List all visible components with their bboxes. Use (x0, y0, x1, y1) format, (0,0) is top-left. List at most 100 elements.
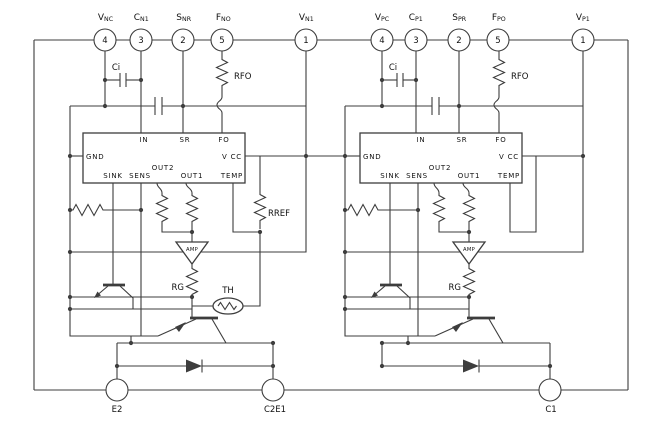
pin-label-out1-right: OUT1 (458, 172, 481, 180)
rg-right-label: RG (449, 283, 462, 293)
bottom-terminals: E2 C2E1 C1 (105, 378, 562, 415)
th-left-label: TH (221, 286, 234, 296)
terminal-c2e1: C2E1 (261, 378, 286, 415)
terminal-vn1-pin: 1 (303, 36, 308, 46)
resistor-rref-left: RREF (253, 156, 290, 229)
terminal-vnc-pin: 4 (102, 36, 107, 46)
amp-left-label: AMP (186, 247, 198, 253)
thermistor-th-left: TH (212, 286, 244, 315)
amp-right-label: AMP (463, 247, 475, 253)
power-transistor-left (157, 316, 227, 344)
terminal-snr-label-sub: NR (182, 16, 192, 23)
pin-label-fo-left: FO (218, 136, 229, 144)
capacitor-ci-left: Ci (112, 63, 127, 87)
amp-right: AMP (451, 241, 487, 266)
pin-label-out2-left: OUT2 (152, 164, 175, 172)
terminal-vn1-label: V (299, 13, 306, 23)
terminal-cp1-label: C (409, 13, 415, 23)
terminal-snr: 2 S NR (171, 13, 195, 52)
driver-transistor-left (94, 283, 134, 309)
terminal-fno-label-sub: NO (221, 16, 231, 23)
terminal-vnc-label: V (98, 13, 105, 23)
resistor-out2-right (432, 193, 446, 224)
terminal-vpc-label: V (375, 13, 382, 23)
terminal-cn1: 3 C N1 (129, 13, 153, 52)
capacitor-coupling-right (431, 97, 440, 115)
terminal-e2: E2 (105, 378, 129, 415)
terminal-spr-pin: 2 (456, 36, 461, 46)
pin-label-sr-left: SR (180, 136, 191, 144)
rfo-right-label: RFO (511, 72, 529, 82)
pin-label-out2-right: OUT2 (429, 164, 452, 172)
terminal-vp1: 1 V P1 (571, 13, 595, 52)
ci-right-label: Ci (389, 63, 397, 73)
terminal-spr-label-sub: PR (458, 16, 467, 23)
terminal-vpc-pin: 4 (379, 36, 384, 46)
terminal-vpc: 4 V PC (370, 13, 394, 52)
pin-label-temp-right: TEMP (497, 172, 520, 180)
terminal-cn1-label: C (134, 13, 140, 23)
terminal-fno-pin: 5 (219, 36, 224, 46)
terminal-c1-label: C1 (545, 405, 556, 415)
terminal-cn1-pin: 3 (138, 36, 143, 46)
terminal-snr-pin: 2 (180, 36, 185, 46)
rref-left-label: RREF (268, 209, 290, 219)
terminal-vn1: 1 V N1 (294, 13, 318, 52)
capacitor-coupling-left (154, 97, 163, 115)
diode-right (463, 359, 480, 373)
pin-label-sink-left: SINK (103, 172, 123, 180)
outer-frame (33, 39, 629, 391)
ci-left-label: Ci (112, 63, 120, 73)
pin-label-sr-right: SR (457, 136, 468, 144)
wires-right-channel (344, 51, 584, 379)
resistor-rfo-left: RFO (215, 51, 252, 133)
resistor-sense-right (345, 203, 418, 217)
resistor-sense-left (70, 203, 141, 217)
diode-left (186, 359, 203, 373)
resistor-out2-left (155, 193, 169, 224)
ic-block-left: IN SR FO GND V CC SINK SENS OUT2 OUT1 TE… (82, 132, 246, 184)
terminal-vp1-label-sub: P1 (582, 16, 590, 23)
terminal-c2e1-label: C2E1 (264, 405, 286, 415)
terminal-cp1-label-sub: P1 (415, 16, 423, 23)
terminal-fpo-label-sub: PO (497, 16, 506, 23)
pin-label-vcc-left: V CC (222, 153, 242, 161)
terminal-vn1-label-sub: N1 (305, 16, 314, 23)
terminal-c1: C1 (538, 378, 562, 415)
terminal-spr-label: S (452, 13, 458, 23)
pin-label-vcc-right: V CC (499, 153, 519, 161)
pin-label-gnd-left: GND (86, 153, 104, 161)
pin-label-sink-right: SINK (380, 172, 400, 180)
terminal-cp1: 3 C P1 (404, 13, 428, 52)
terminal-fpo-label: F (492, 13, 497, 23)
terminal-vnc-label-sub: NC (104, 16, 114, 23)
pin-label-in-right: IN (417, 136, 426, 144)
wires-left-channel (69, 51, 360, 379)
top-terminals: 4 V NC 3 C N1 2 S NR 5 F NO 1 V N1 (93, 13, 595, 52)
rg-left-label: RG (172, 283, 185, 293)
amp-left: AMP (174, 241, 210, 266)
pin-label-gnd-right: GND (363, 153, 381, 161)
resistor-rfo-right: RFO (492, 51, 529, 133)
resistor-out1-left (185, 193, 199, 224)
rfo-left-label: RFO (234, 72, 252, 82)
terminal-vpc-label-sub: PC (381, 16, 390, 23)
pin-label-sens-right: SENS (406, 172, 428, 180)
terminal-snr-label: S (176, 13, 182, 23)
pin-label-out1-left: OUT1 (181, 172, 204, 180)
terminal-fpo-pin: 5 (495, 36, 500, 46)
terminal-vp1-label: V (576, 13, 583, 23)
terminal-cn1-label-sub: N1 (140, 16, 149, 23)
terminal-e2-label: E2 (112, 405, 123, 415)
pin-label-temp-left: TEMP (220, 172, 243, 180)
capacitor-ci-right: Ci (389, 63, 404, 87)
ic-block-right: IN SR FO GND V CC SINK SENS OUT2 OUT1 TE… (359, 132, 523, 184)
pin-label-in-left: IN (140, 136, 149, 144)
pin-label-fo-right: FO (495, 136, 506, 144)
pin-label-sens-left: SENS (129, 172, 151, 180)
driver-transistor-right (371, 283, 411, 309)
terminal-vnc: 4 V NC (93, 13, 117, 52)
power-transistor-right (434, 316, 504, 344)
